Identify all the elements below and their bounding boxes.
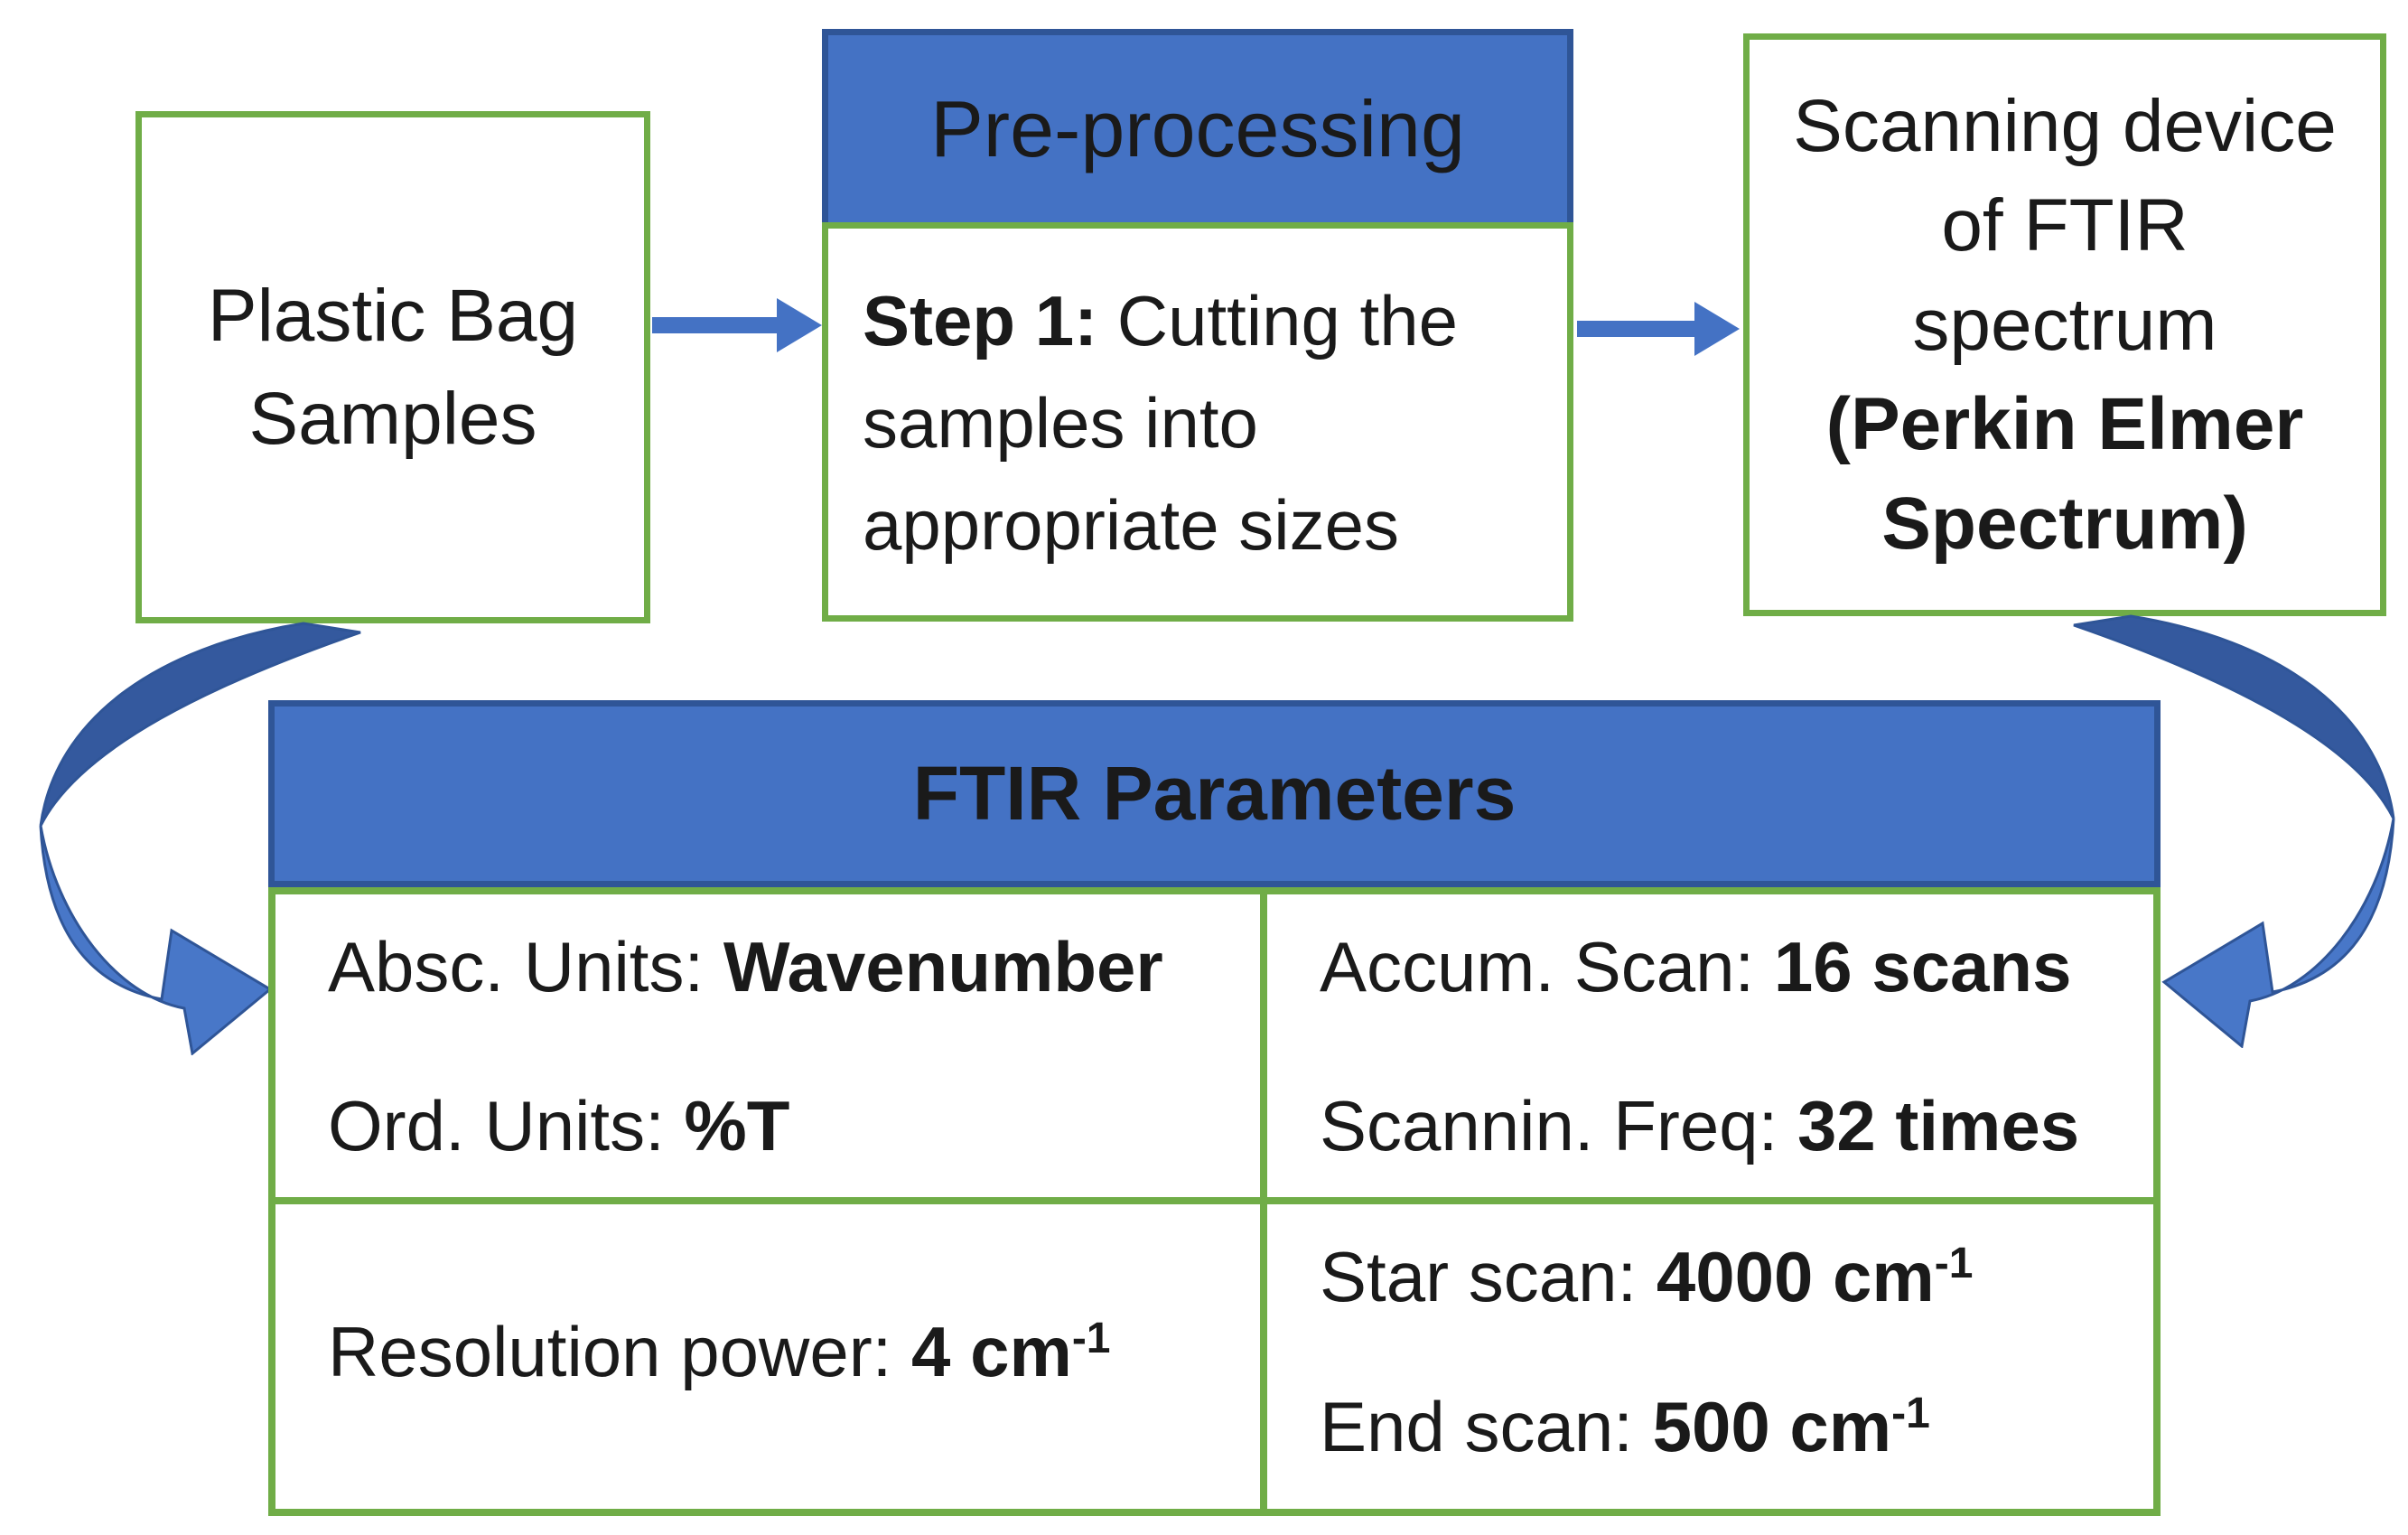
scan-freq-label: Scannin. Freq: [1320,1085,1797,1165]
arrow-head [1694,302,1740,356]
scan-freq-value: 32 times [1797,1085,2080,1165]
ftir-parameters-header: FTIR Parameters [268,700,2161,887]
ftir-parameters-title: FTIR Parameters [912,751,1517,836]
table-cell-scan-range: Star scan: 4000 cm-1 End scan: 500 cm-1 [1267,1204,2153,1509]
plastic-box-line2: Samples [248,377,537,460]
end-scan-line: End scan: 500 cm-1 [1320,1390,2153,1474]
preprocessing-body-box: Step 1: Cutting the samples into appropr… [822,222,1573,622]
star-scan-line: Star scan: 4000 cm-1 [1320,1240,2153,1324]
scan-box-line3: spectrum [1912,283,2217,366]
absc-units-line: Absc. Units: Wavenumber [328,930,1260,1004]
ftir-parameters-table: Absc. Units: Wavenumber Ord. Units: %T A… [268,887,2161,1516]
preprocessing-header: Pre-processing [822,29,1573,229]
scan-box-line1: Scanning device [1793,84,2337,167]
scan-box-line2: of FTIR [1941,183,2189,267]
star-scan-superscript: -1 [1934,1239,1974,1287]
scan-freq-line: Scannin. Freq: 32 times [1320,1089,2153,1163]
step1-line3: appropriate sizes [863,485,1399,565]
star-scan-value: 4000 cm [1656,1236,1935,1316]
table-cell-units: Absc. Units: Wavenumber Ord. Units: %T [275,894,1267,1204]
scanning-device-box: Scanning device of FTIR spectrum (Perkin… [1743,33,2386,616]
accum-scan-value: 16 scans [1773,926,2072,1006]
curved-arrow-dark-band [39,622,361,827]
scan-box-line5: Spectrum) [1881,474,2248,574]
star-scan-label: Star scan: [1320,1236,1657,1316]
end-scan-label: End scan: [1320,1386,1653,1466]
arrow-shaft [1577,321,1694,337]
end-scan-value: 500 cm [1652,1386,1892,1466]
accum-scan-label: Accum. Scan: [1320,926,1774,1006]
right-arrow-icon [1577,302,1740,356]
plastic-bag-samples-box: Plastic Bag Samples [135,111,650,623]
resolution-label: Resolution power: [328,1311,912,1391]
ord-units-label: Ord. Units: [328,1085,685,1165]
resolution-line: Resolution power: 4 cm-1 [328,1315,1260,1399]
ord-units-line: Ord. Units: %T [328,1089,1260,1163]
curved-arrow-left-icon [39,622,361,1055]
curved-arrow-light-band [39,825,273,1055]
absc-units-value: Wavenumber [723,926,1163,1006]
step1-text: Cutting the [1097,281,1458,360]
table-cell-resolution: Resolution power: 4 cm-1 [275,1204,1267,1509]
arrow-shaft [652,317,777,333]
table-cell-scans: Accum. Scan: 16 scans Scannin. Freq: 32 … [1267,894,2153,1204]
end-scan-superscript: -1 [1891,1389,1930,1437]
curved-arrow-right-icon [2073,614,2395,1048]
scan-box-line4-bold: (Perkin Elmer [1825,382,2304,465]
scan-box-line4: (Perkin Elmer [1826,375,2304,474]
accum-scan-line: Accum. Scan: 16 scans [1320,930,2153,1004]
step1-label: Step 1: [863,281,1098,360]
scan-box-line5-bold: Spectrum) [1881,482,2248,565]
absc-units-label: Absc. Units: [328,926,723,1006]
plastic-box-line1: Plastic Bag [207,274,579,357]
resolution-superscript: -1 [1071,1314,1111,1362]
arrow-head [777,298,822,352]
curved-arrow-light-band [2161,818,2395,1048]
step1-line: Step 1: Cutting the [863,270,1458,372]
ord-units-value: %T [684,1085,790,1165]
preprocessing-title: Pre-processing [930,83,1465,173]
right-arrow-icon [652,298,822,352]
curved-arrow-dark-band [2073,614,2395,819]
resolution-value: 4 cm [911,1311,1072,1391]
step1-line2: samples into [863,383,1258,463]
